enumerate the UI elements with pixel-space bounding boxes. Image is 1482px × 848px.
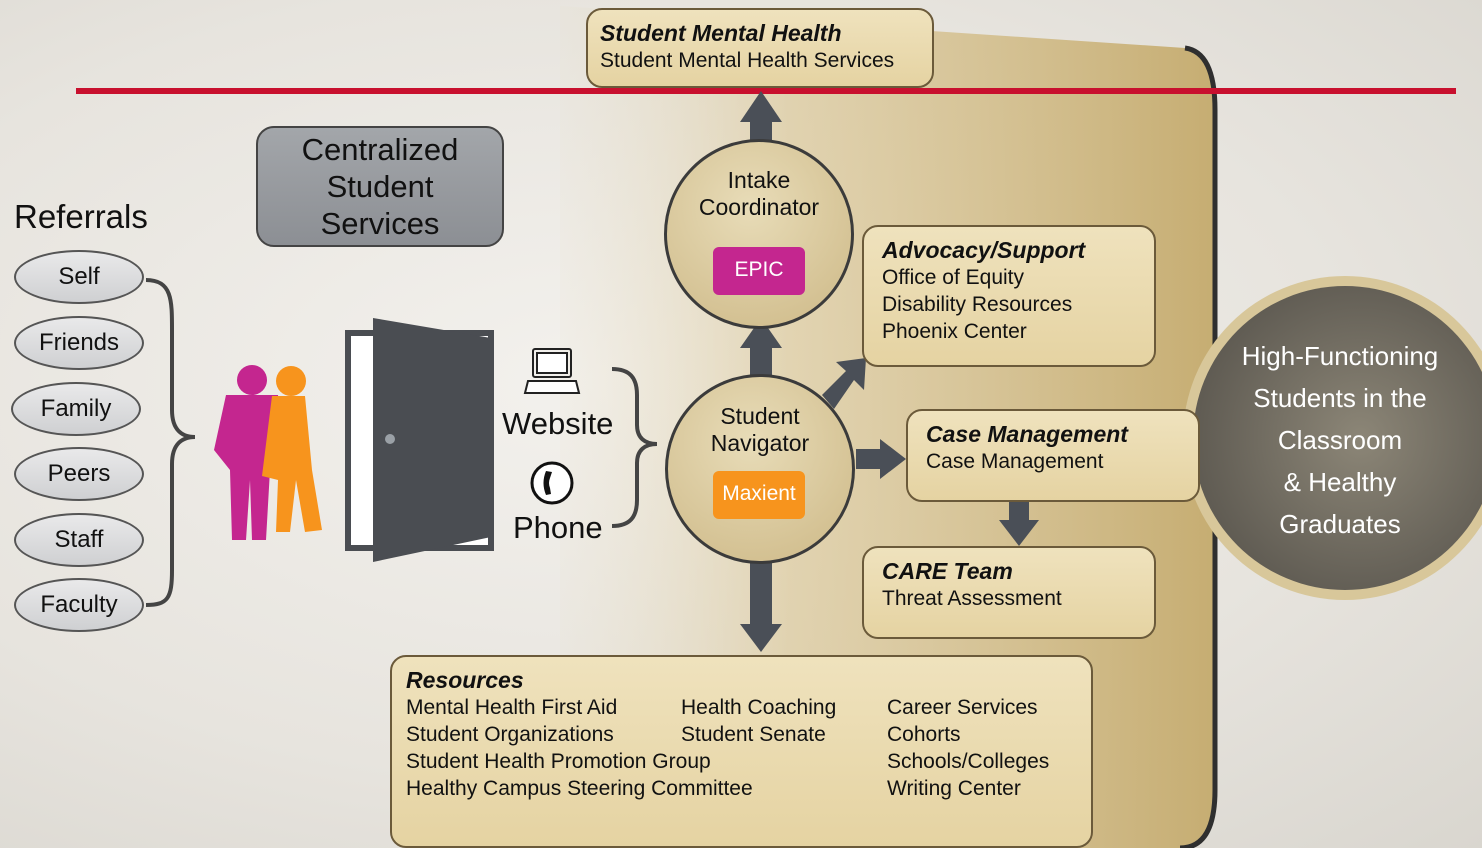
resources-col-1: Mental Health First Aid Student Organiza… xyxy=(406,694,753,802)
resources-box: Resources Mental Health First Aid Studen… xyxy=(390,655,1093,848)
referrals-title: Referrals xyxy=(14,198,148,235)
laptop-icon xyxy=(523,348,581,394)
advocacy-line-2: Disability Resources xyxy=(882,293,1073,316)
door-knob xyxy=(385,434,395,444)
student-navigator-label: Student Navigator xyxy=(710,403,810,456)
advocacy-line-3: Phoenix Center xyxy=(882,320,1027,343)
care-team-box: CARE Team Threat Assessment xyxy=(862,546,1156,639)
referrals-brace xyxy=(145,278,196,607)
flow-arrows xyxy=(740,91,1039,652)
phone-icon xyxy=(530,461,574,505)
resource-item: Health Coaching xyxy=(681,696,837,719)
care-team-title: CARE Team xyxy=(882,558,1013,584)
phone-label: Phone xyxy=(513,510,603,545)
outcome-line-4: & Healthy xyxy=(1283,467,1397,497)
care-team-line: Threat Assessment xyxy=(882,587,1062,610)
person-orange-icon xyxy=(262,366,322,532)
resources-title: Resources xyxy=(406,667,524,693)
referral-staff: Staff xyxy=(14,513,144,567)
resource-item: Student Health Promotion Group xyxy=(406,750,711,773)
epic-tag: EPIC xyxy=(713,247,805,295)
resource-item: Writing Center xyxy=(887,777,1021,800)
outcome-line-1: High-Functioning xyxy=(1241,341,1439,371)
outcome-line-2: Students in the xyxy=(1253,383,1427,413)
student-mental-health-box: Student Mental Health Student Mental Hea… xyxy=(586,8,934,88)
smh-title: Student Mental Health xyxy=(600,20,842,46)
resources-col-2: Health Coaching Student Senate xyxy=(681,694,836,748)
student-navigator-circle: Student Navigator xyxy=(665,374,855,564)
referral-friends: Friends xyxy=(14,316,144,370)
resource-item: Student Senate xyxy=(681,723,826,746)
advocacy-support-box: Advocacy/Support Office of Equity Disabi… xyxy=(862,225,1156,367)
website-label: Website xyxy=(502,406,614,441)
centralized-services-label: Centralized Student Services xyxy=(301,132,459,241)
advocacy-title: Advocacy/Support xyxy=(882,237,1086,263)
advocacy-line-1: Office of Equity xyxy=(882,266,1025,289)
resource-item: Student Organizations xyxy=(406,723,614,746)
outcome-text: High-Functioning Students in the Classro… xyxy=(1222,335,1458,545)
case-management-line: Case Management xyxy=(926,450,1104,473)
referral-self: Self xyxy=(14,250,144,304)
resource-item: Cohorts xyxy=(887,723,961,746)
door-panel xyxy=(373,318,491,562)
intake-coordinator-circle: Intake Coordinator xyxy=(664,139,854,329)
referral-family: Family xyxy=(11,382,141,436)
channels-brace xyxy=(611,367,658,528)
resource-item: Career Services xyxy=(887,696,1038,719)
person-magenta-icon xyxy=(214,365,283,540)
centralized-services-box: Centralized Student Services xyxy=(256,126,504,247)
resource-item: Mental Health First Aid xyxy=(406,696,618,719)
intake-coordinator-label: Intake Coordinator xyxy=(698,167,820,220)
smh-line: Student Mental Health Services xyxy=(600,49,895,72)
maxient-tag: Maxient xyxy=(713,471,805,519)
case-management-title: Case Management xyxy=(926,421,1128,447)
outcome-circle xyxy=(1193,286,1482,590)
outcome-line-5: Graduates xyxy=(1279,509,1401,539)
resource-item: Healthy Campus Steering Committee xyxy=(406,777,753,800)
case-management-box: Case Management Case Management xyxy=(906,409,1200,502)
referral-peers: Peers xyxy=(14,447,144,501)
outcome-line-3: Classroom xyxy=(1277,425,1403,455)
resource-item: Schools/Colleges xyxy=(887,750,1050,773)
referral-faculty: Faculty xyxy=(14,578,144,632)
resources-col-3: Career Services Cohorts Schools/Colleges… xyxy=(887,694,1049,802)
